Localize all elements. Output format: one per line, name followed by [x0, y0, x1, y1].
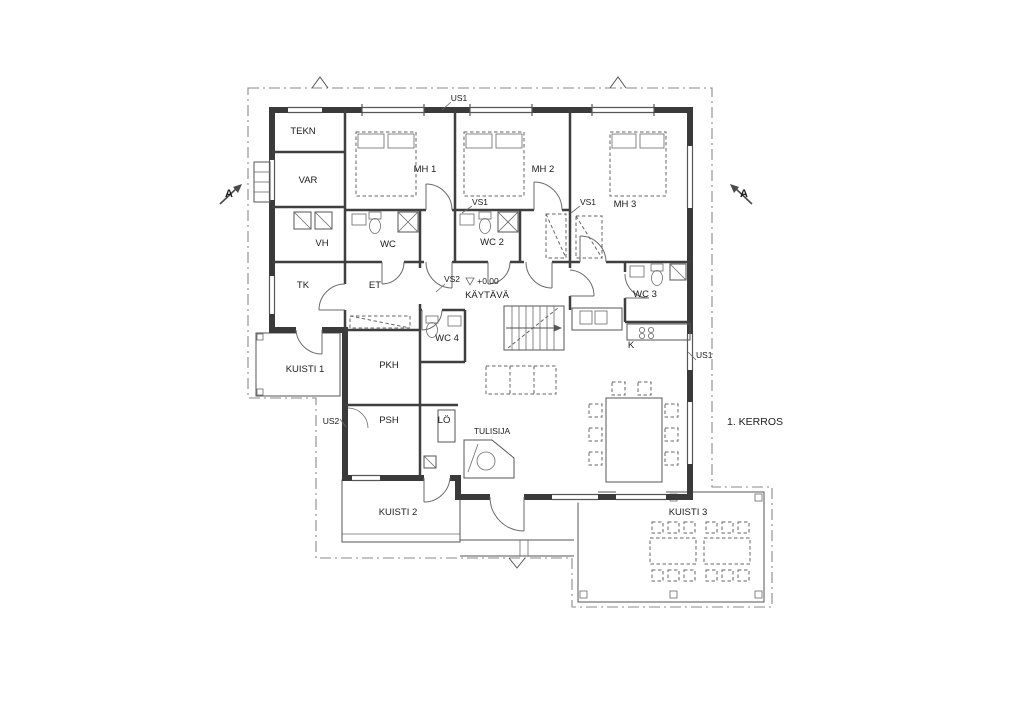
window	[288, 104, 322, 116]
room-label-psh: PSH	[379, 415, 399, 426]
window	[684, 146, 696, 208]
doors	[295, 181, 650, 532]
room-label-k: K	[628, 340, 635, 351]
room-label-wc2: WC 2	[480, 237, 504, 248]
room-label-wc4: WC 4	[435, 333, 459, 344]
room-label-mh1: MH 1	[414, 164, 437, 175]
fireplace	[463, 439, 515, 479]
door-openings	[296, 205, 630, 502]
window	[469, 104, 533, 116]
room-label-lo: LÖ	[438, 415, 451, 426]
wall-label-us1-top: US1	[451, 93, 468, 103]
room-label-et: ET	[369, 280, 381, 291]
window	[266, 276, 278, 314]
kitchen-fixtures	[485, 307, 691, 395]
elevation-label: +0.00	[477, 276, 499, 286]
labels: TEKN VAR MH 1 MH 2 MH 3 US1 VS1 VS1 VH W…	[225, 93, 783, 518]
exterior-walls	[269, 107, 693, 500]
wall-label-us2: US2	[323, 416, 340, 426]
room-label-wc3: WC 3	[633, 289, 657, 300]
window	[361, 104, 425, 116]
room-label-mh2: MH 2	[532, 164, 555, 175]
room-label-mh3: MH 3	[614, 199, 637, 210]
section-marker-a-left: A	[225, 188, 233, 200]
wall-label-vs1-left: VS1	[472, 197, 488, 207]
room-label-kaytava: KÄYTÄVÄ	[465, 290, 509, 301]
porches	[255, 332, 765, 603]
window	[552, 491, 598, 503]
room-label-kuisti1: KUISTI 1	[286, 364, 325, 375]
room-label-tulisija: TULISIJA	[474, 426, 511, 436]
stairs	[503, 305, 565, 351]
windows	[266, 104, 696, 503]
window	[616, 491, 666, 503]
window	[352, 472, 380, 484]
window	[266, 160, 278, 200]
room-label-tk: TK	[297, 280, 310, 291]
annotations	[219, 101, 753, 428]
section-marker-a-right: A	[740, 188, 748, 200]
room-label-vh: VH	[315, 238, 328, 249]
wall-label-vs1-right: VS1	[580, 197, 596, 207]
room-label-tekn: TEKN	[290, 126, 315, 137]
bathroom-fixtures	[293, 211, 687, 469]
room-label-pkh: PKH	[379, 360, 399, 371]
window	[591, 104, 655, 116]
room-label-var: VAR	[299, 175, 318, 186]
wall-label-us1-right: US1	[696, 350, 713, 360]
window	[684, 402, 696, 464]
room-label-wc: WC	[380, 239, 396, 250]
floor-label: 1. KERROS	[727, 416, 783, 428]
furniture	[349, 131, 679, 483]
wall-label-vs2: VS2	[444, 274, 460, 284]
roof-overhang-outline	[247, 76, 773, 608]
room-label-kuisti2: KUISTI 2	[379, 507, 418, 518]
room-label-kuisti3: KUISTI 3	[669, 507, 708, 518]
